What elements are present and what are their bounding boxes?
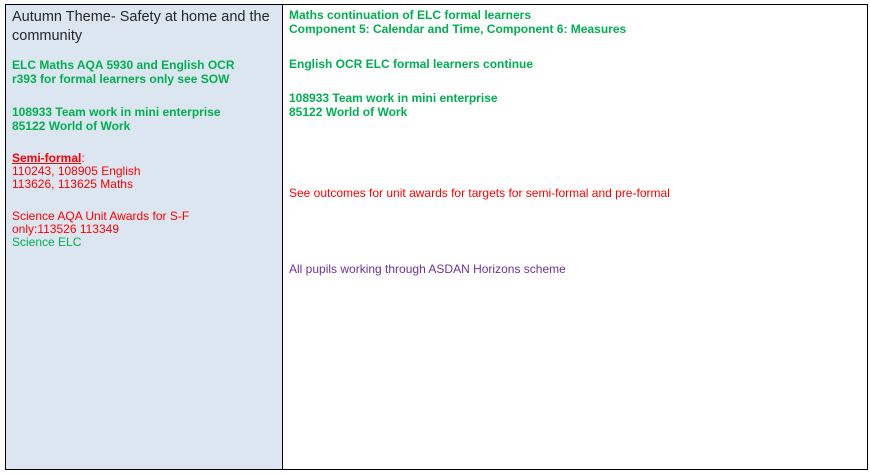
semi-line-1: 110243, 108905 English: [12, 164, 141, 178]
team-work-note: 108933 Team work in mini enterprise 8512…: [12, 105, 278, 133]
team-right-line-1: 108933 Team work in mini enterprise: [289, 91, 498, 105]
maths-line-1: Maths continuation of ELC formal learner…: [289, 8, 532, 22]
science-line-2: only:113526 113349: [12, 222, 119, 236]
scheme-table: Autumn Theme- Safety at home and the com…: [5, 4, 868, 470]
team-line-2: 85122 World of Work: [12, 119, 131, 133]
semi-formal-section: Semi-formal: 110243, 108905 English 1136…: [12, 152, 278, 191]
science-line-1: Science AQA Unit Awards for S-F: [12, 209, 190, 223]
team-line-1: 108933 Team work in mini enterprise: [12, 105, 221, 119]
english-line: English OCR ELC formal learners continue: [289, 57, 534, 71]
left-column: Autumn Theme- Safety at home and the com…: [6, 5, 283, 469]
team-right-line-2: 85122 World of Work: [289, 105, 408, 119]
elc-line-1: ELC Maths AQA 5930 and English OCR: [12, 58, 235, 72]
team-work-note-right: 108933 Team work in mini enterprise 8512…: [289, 91, 863, 119]
right-column: Maths continuation of ELC formal learner…: [283, 5, 867, 469]
maths-continuation-note: Maths continuation of ELC formal learner…: [289, 8, 863, 36]
english-note: English OCR ELC formal learners continue: [289, 57, 863, 71]
maths-line-2: Component 5: Calendar and Time, Componen…: [289, 22, 627, 36]
science-section: Science AQA Unit Awards for S-F only:113…: [12, 210, 278, 249]
semi-line-2: 113626, 113625 Maths: [12, 177, 133, 191]
theme-title: Autumn Theme- Safety at home and the com…: [12, 9, 270, 44]
elc-line-2: r393 for formal learners only see SOW: [12, 72, 230, 86]
semi-formal-heading-colon: :: [81, 151, 85, 165]
semi-formal-heading-label: Semi-formal: [12, 151, 82, 165]
semi-formal-heading: Semi-formal:: [12, 152, 278, 165]
science-line-3: Science ELC: [12, 235, 82, 249]
elc-maths-english-note: ELC Maths AQA 5930 and English OCR r393 …: [12, 58, 278, 86]
asdan-note: All pupils working through ASDAN Horizon…: [289, 262, 566, 276]
outcomes-note: See outcomes for unit awards for targets…: [289, 186, 670, 200]
